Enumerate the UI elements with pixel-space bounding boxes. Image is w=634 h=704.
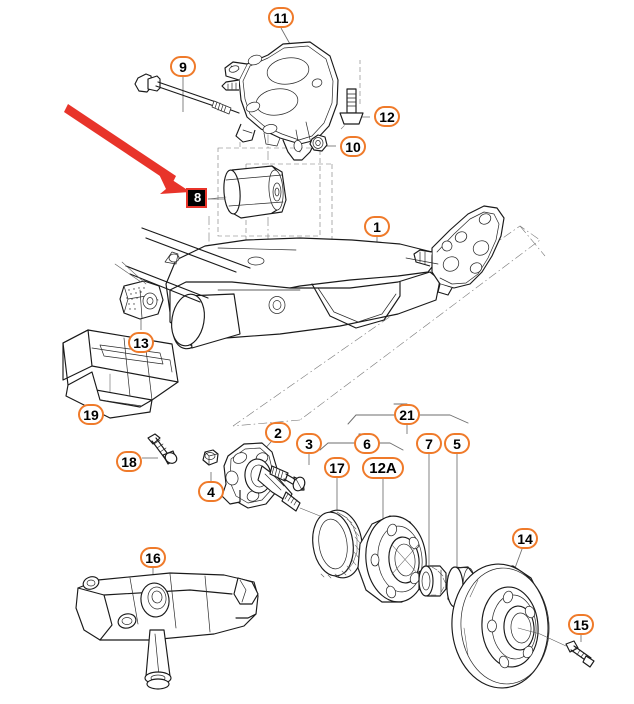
callout-8-label: 8 [188,190,206,206]
part-12A-wheel-hub [357,515,427,603]
callout-12A[interactable]: 12A [362,457,404,479]
callout-18[interactable]: 18 [116,451,142,472]
callout-2[interactable]: 2 [265,422,291,443]
part-4-spindle-nut [202,449,219,466]
part-15-disc-screw [517,627,595,668]
callout-15[interactable]: 15 [568,614,594,635]
callout-19[interactable]: 19 [78,404,104,425]
callout-11[interactable]: 11 [268,7,294,28]
part-2-stub-axle-spindle [221,442,331,521]
callout-10[interactable]: 10 [340,136,366,157]
callout-7[interactable]: 7 [416,433,442,454]
part-3-spindle-bolt [269,465,306,492]
part-1-rear-axle-beam [125,205,505,350]
callout-14[interactable]: 14 [512,528,538,549]
red-arrow-pointer [64,104,190,194]
callout-16[interactable]: 16 [140,547,166,568]
callout-17[interactable]: 17 [324,457,350,478]
callout-12[interactable]: 12 [374,106,400,127]
callout-21[interactable]: 21 [394,404,420,425]
callout-6[interactable]: 6 [354,433,380,454]
part-14-brake-disc [451,563,550,689]
callout-1[interactable]: 1 [364,216,390,237]
callout-4[interactable]: 4 [198,481,224,502]
part-13-bump-stop [114,261,164,320]
callout-3[interactable]: 3 [296,433,322,454]
part-7-bearing-retainer-nut [418,565,447,597]
part-18-spring-pad-bolt [147,433,178,465]
part-10-hex-nut [309,134,328,152]
part-12-flange-bolt [339,88,364,125]
part-17-abs-reluctor-ring [312,509,363,579]
part-8-pivot-bushing [207,165,287,219]
callout-5[interactable]: 5 [444,433,470,454]
part-11-mounting-bracket [221,41,339,161]
callout-13[interactable]: 13 [128,332,154,353]
part-9-long-bolt [134,73,240,115]
callout-9[interactable]: 9 [170,56,196,77]
part-19-spring-pad [62,329,179,419]
part-16-trailing-arm [75,572,259,690]
callout-8-highlighted[interactable]: 8 [186,188,208,208]
